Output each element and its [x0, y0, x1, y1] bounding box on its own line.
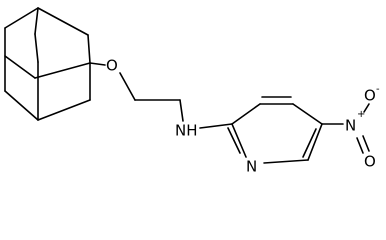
bond [179, 99, 184, 122]
nitro-group [321, 103, 370, 154]
nitro-oxygen-charge: - [376, 84, 380, 95]
bond [34, 33, 39, 63]
bond [119, 72, 136, 101]
bond [4, 55, 36, 79]
bond [4, 90, 39, 121]
bond [4, 7, 39, 29]
bond [307, 123, 323, 161]
bond [37, 7, 89, 36]
bond [302, 128, 317, 158]
chemical-structure: O NH N N + O - O [4, 7, 380, 176]
bond [34, 7, 39, 35]
adamantane-cage [4, 7, 91, 121]
bond [231, 103, 261, 125]
bond [199, 123, 233, 129]
bond [356, 137, 364, 154]
bond [362, 135, 370, 152]
bond [263, 159, 309, 164]
linker-chain [89, 62, 184, 122]
bond [34, 62, 91, 79]
amine-label: NH [175, 122, 198, 140]
ring-nitrogen-label: N [246, 158, 257, 176]
nitro-nitrogen-label: N [345, 117, 356, 135]
bond [231, 123, 247, 158]
nitro-oxygen-bottom-label: O [364, 153, 376, 171]
bond [89, 62, 106, 66]
ether-oxygen-label: O [106, 57, 118, 75]
bond [37, 99, 91, 121]
nitro-oxygen-top-label: O [364, 87, 376, 105]
pyridine-ring [227, 96, 323, 164]
bond [292, 103, 323, 125]
bond [87, 34, 91, 64]
nitro-nitrogen-charge: + [357, 109, 365, 120]
bond [363, 103, 370, 113]
bond [227, 127, 241, 154]
